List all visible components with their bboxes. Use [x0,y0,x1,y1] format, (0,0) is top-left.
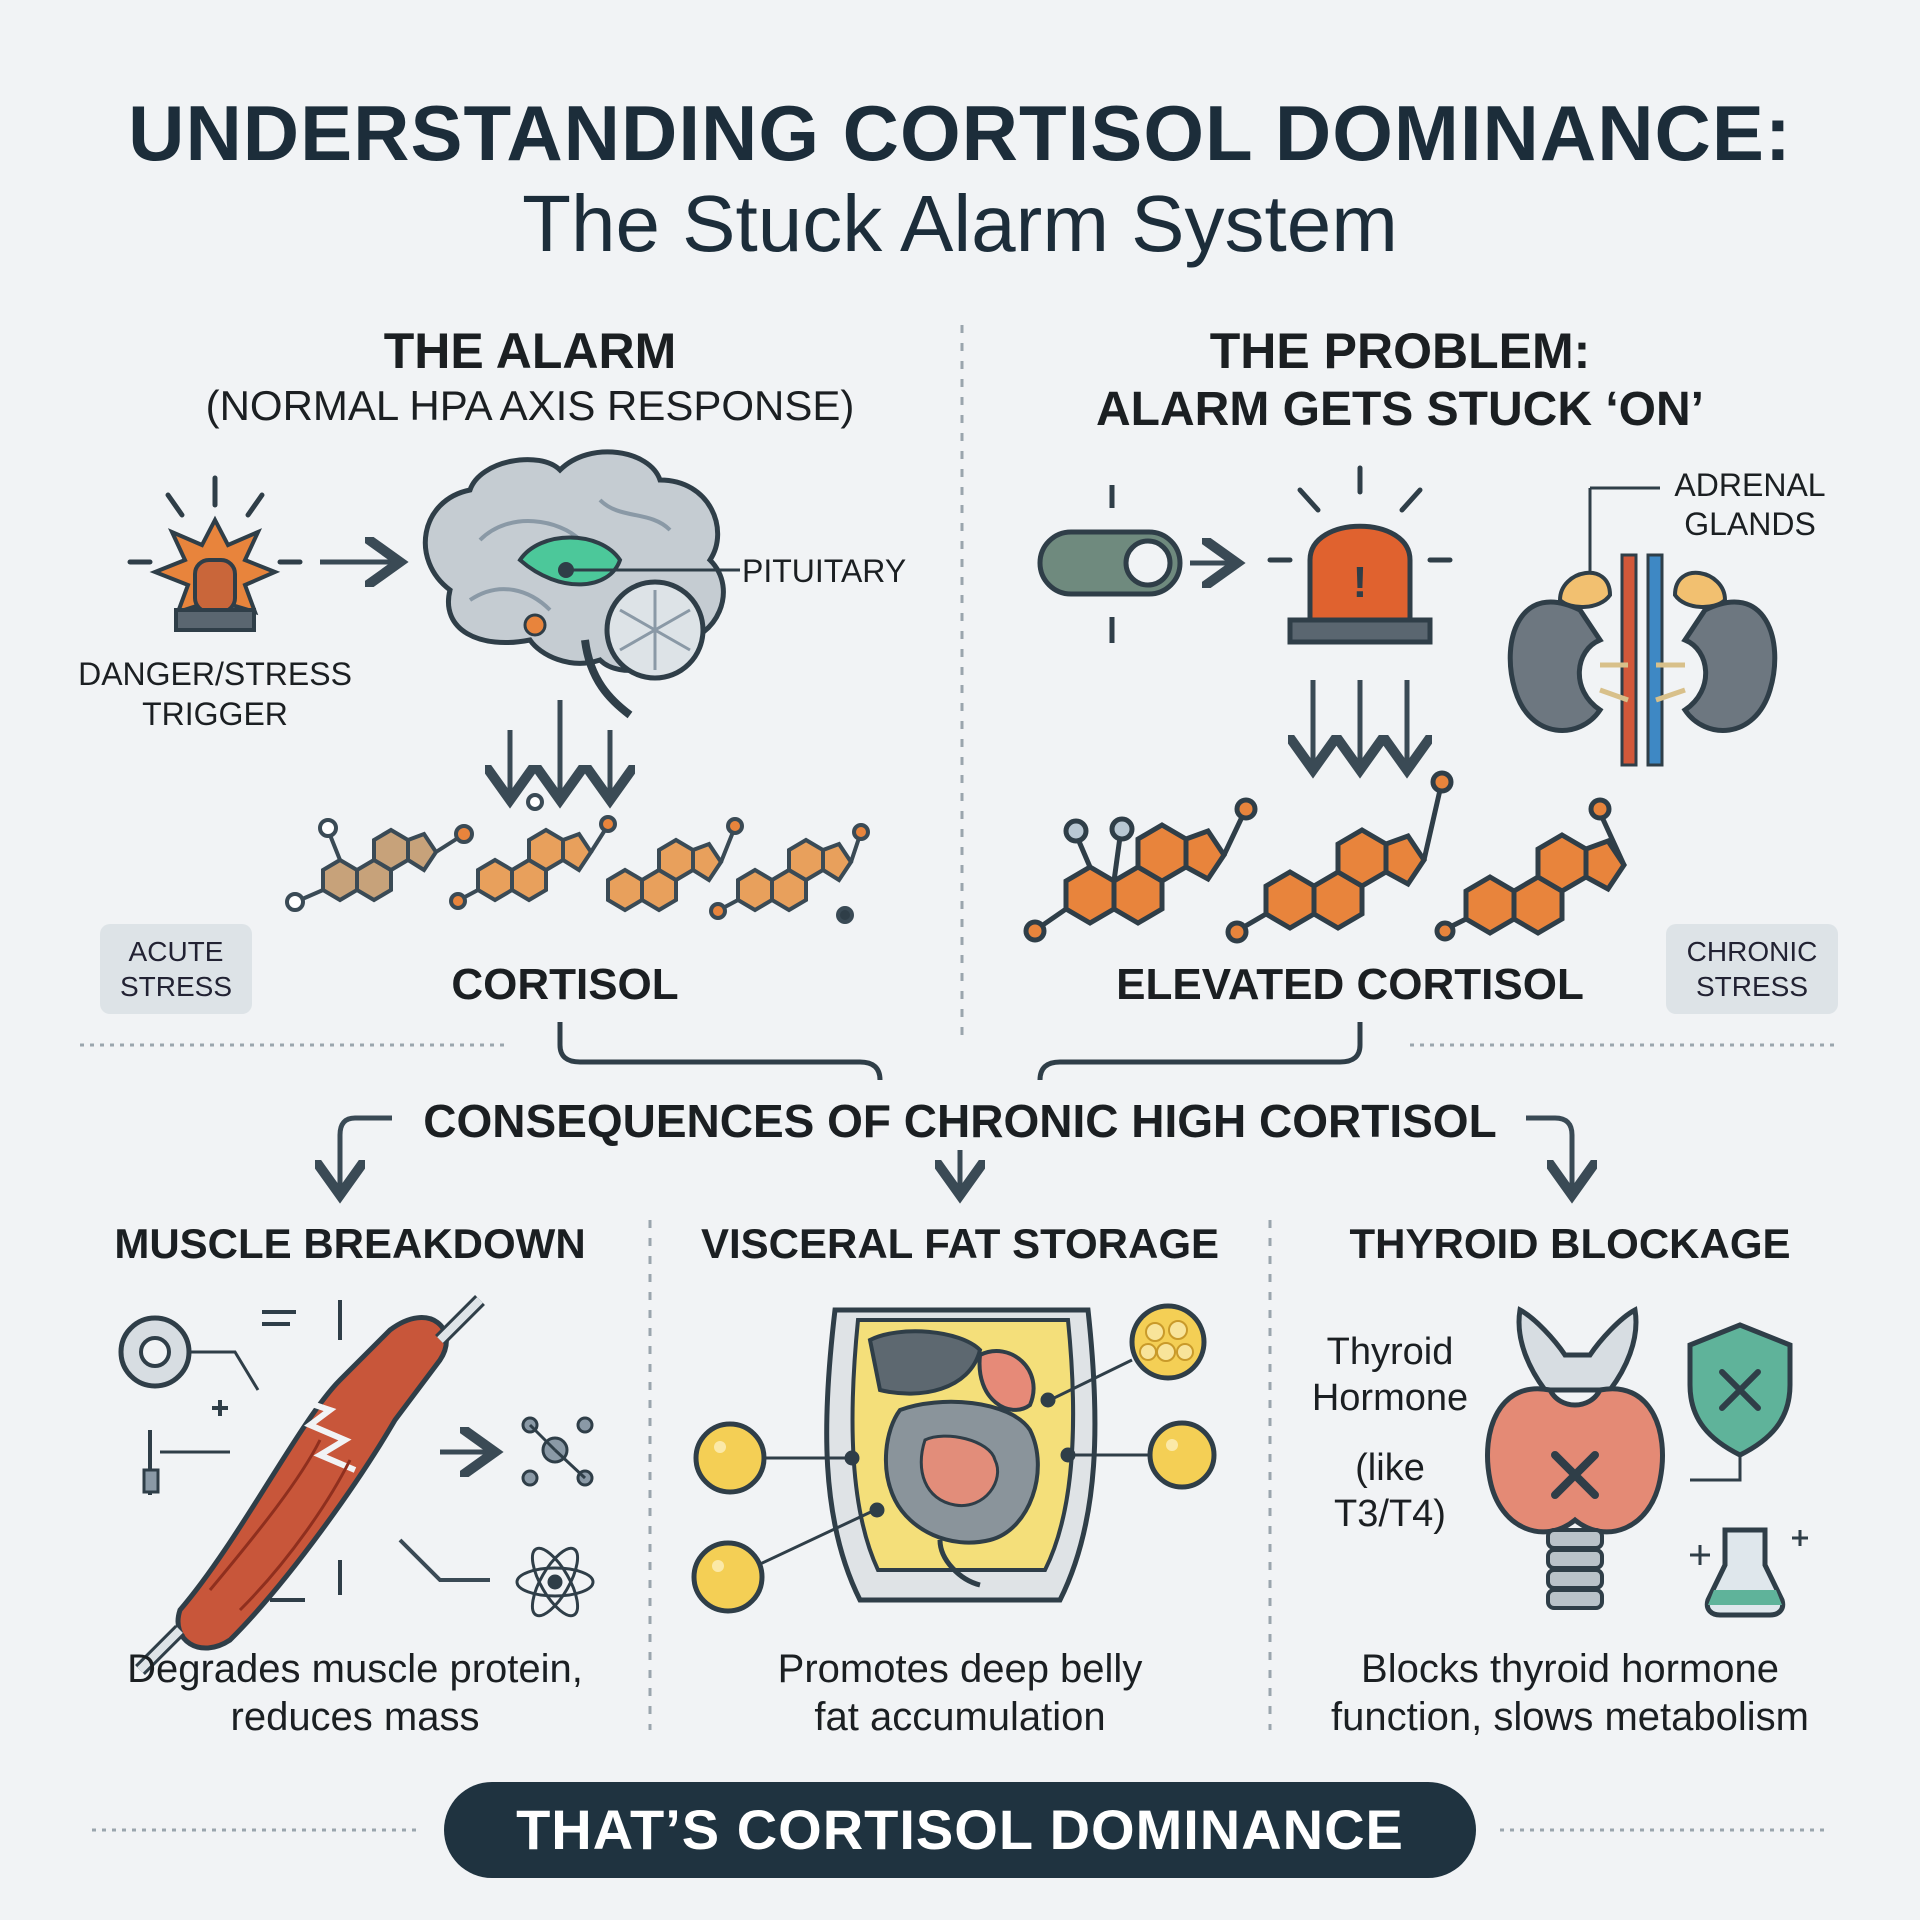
problem-heading-line-2: ALARM GETS STUCK ‘ON’ [1096,383,1704,436]
svg-text:!: ! [1353,558,1368,607]
alarm-trigger-icon [127,475,303,632]
fat-desc-line-1: Promotes deep belly [777,1647,1143,1691]
alarm-subheading: (NORMAL HPA AXIS RESPONSE) [205,382,855,429]
alarm-heading: THE ALARM [383,323,677,379]
problem-heading-line-1: THE PROBLEM: [1209,323,1591,379]
arrows-down-right [1313,680,1407,765]
adrenal-label-line-2: GLANDS [1684,506,1816,542]
thyroid-heading: THYROID BLOCKAGE [1349,1220,1791,1267]
trigger-label-line-1: DANGER/STRESS [78,656,352,692]
thyroid-label-line-1: Thyroid [1326,1331,1454,1373]
muscle-icon [118,1295,595,1675]
toggle-switch-icon [1037,485,1183,643]
cortisol-molecules-right [1023,770,1628,944]
elevated-cortisol-label: ELEVATED CORTISOL [1116,960,1584,1009]
fat-heading: VISCERAL FAT STORAGE [700,1220,1220,1267]
brain-icon [422,449,726,719]
thyroid-label-line-3: (like [1355,1447,1425,1489]
trigger-label-line-2: TRIGGER [142,696,288,732]
acute-stress-badge-line-1: ACUTE [128,936,224,967]
chronic-stress-badge-line-2: STRESS [1695,971,1809,1002]
conclusion-banner: THAT’S CORTISOL DOMINANCE [444,1782,1476,1878]
consequences-heading: CONSEQUENCES OF CHRONIC HIGH CORTISOL [423,1095,1497,1147]
cortisol-molecules-left [285,793,870,924]
muscle-heading: MUSCLE BREAKDOWN [114,1220,586,1267]
arrow-to-thyroid [1526,1115,1572,1190]
chronic-stress-badge: CHRONIC STRESS [1666,924,1838,1014]
acute-stress-badge: ACUTE STRESS [100,924,252,1014]
page-subtitle: The Stuck Alarm System [522,179,1398,268]
fat-desc-line-2: fat accumulation [814,1695,1106,1739]
adrenal-label-line-1: ADRENAL [1674,467,1826,503]
siren-icon: ! [1267,465,1453,645]
bracket-connector [557,1022,1363,1081]
page-title: UNDERSTANDING CORTISOL DOMINANCE: [128,89,1792,177]
thyroid-label-line-2: Hormone [1311,1377,1469,1419]
adrenal-glands-kidneys-icon [1507,486,1778,767]
thyroid-label-line-4: T3/T4) [1334,1493,1446,1535]
thyroid-desc-line-1: Blocks thyroid hormone [1361,1647,1779,1691]
thyroid-desc-line-2: function, slows metabolism [1331,1695,1809,1739]
thyroid-icon [1485,1306,1808,1618]
chronic-stress-badge-line-1: CHRONIC [1686,936,1818,967]
muscle-desc-line-1: Degrades muscle protein, [127,1647,583,1691]
arrows-down-left [510,700,610,795]
muscle-desc-line-2: reduces mass [230,1695,480,1739]
visceral-fat-icon [691,1303,1217,1614]
arrow-to-muscle [340,1115,392,1190]
cortisol-label: CORTISOL [451,960,679,1009]
pituitary-label: PITUITARY [742,553,907,589]
acute-stress-badge-line-2: STRESS [119,971,233,1002]
